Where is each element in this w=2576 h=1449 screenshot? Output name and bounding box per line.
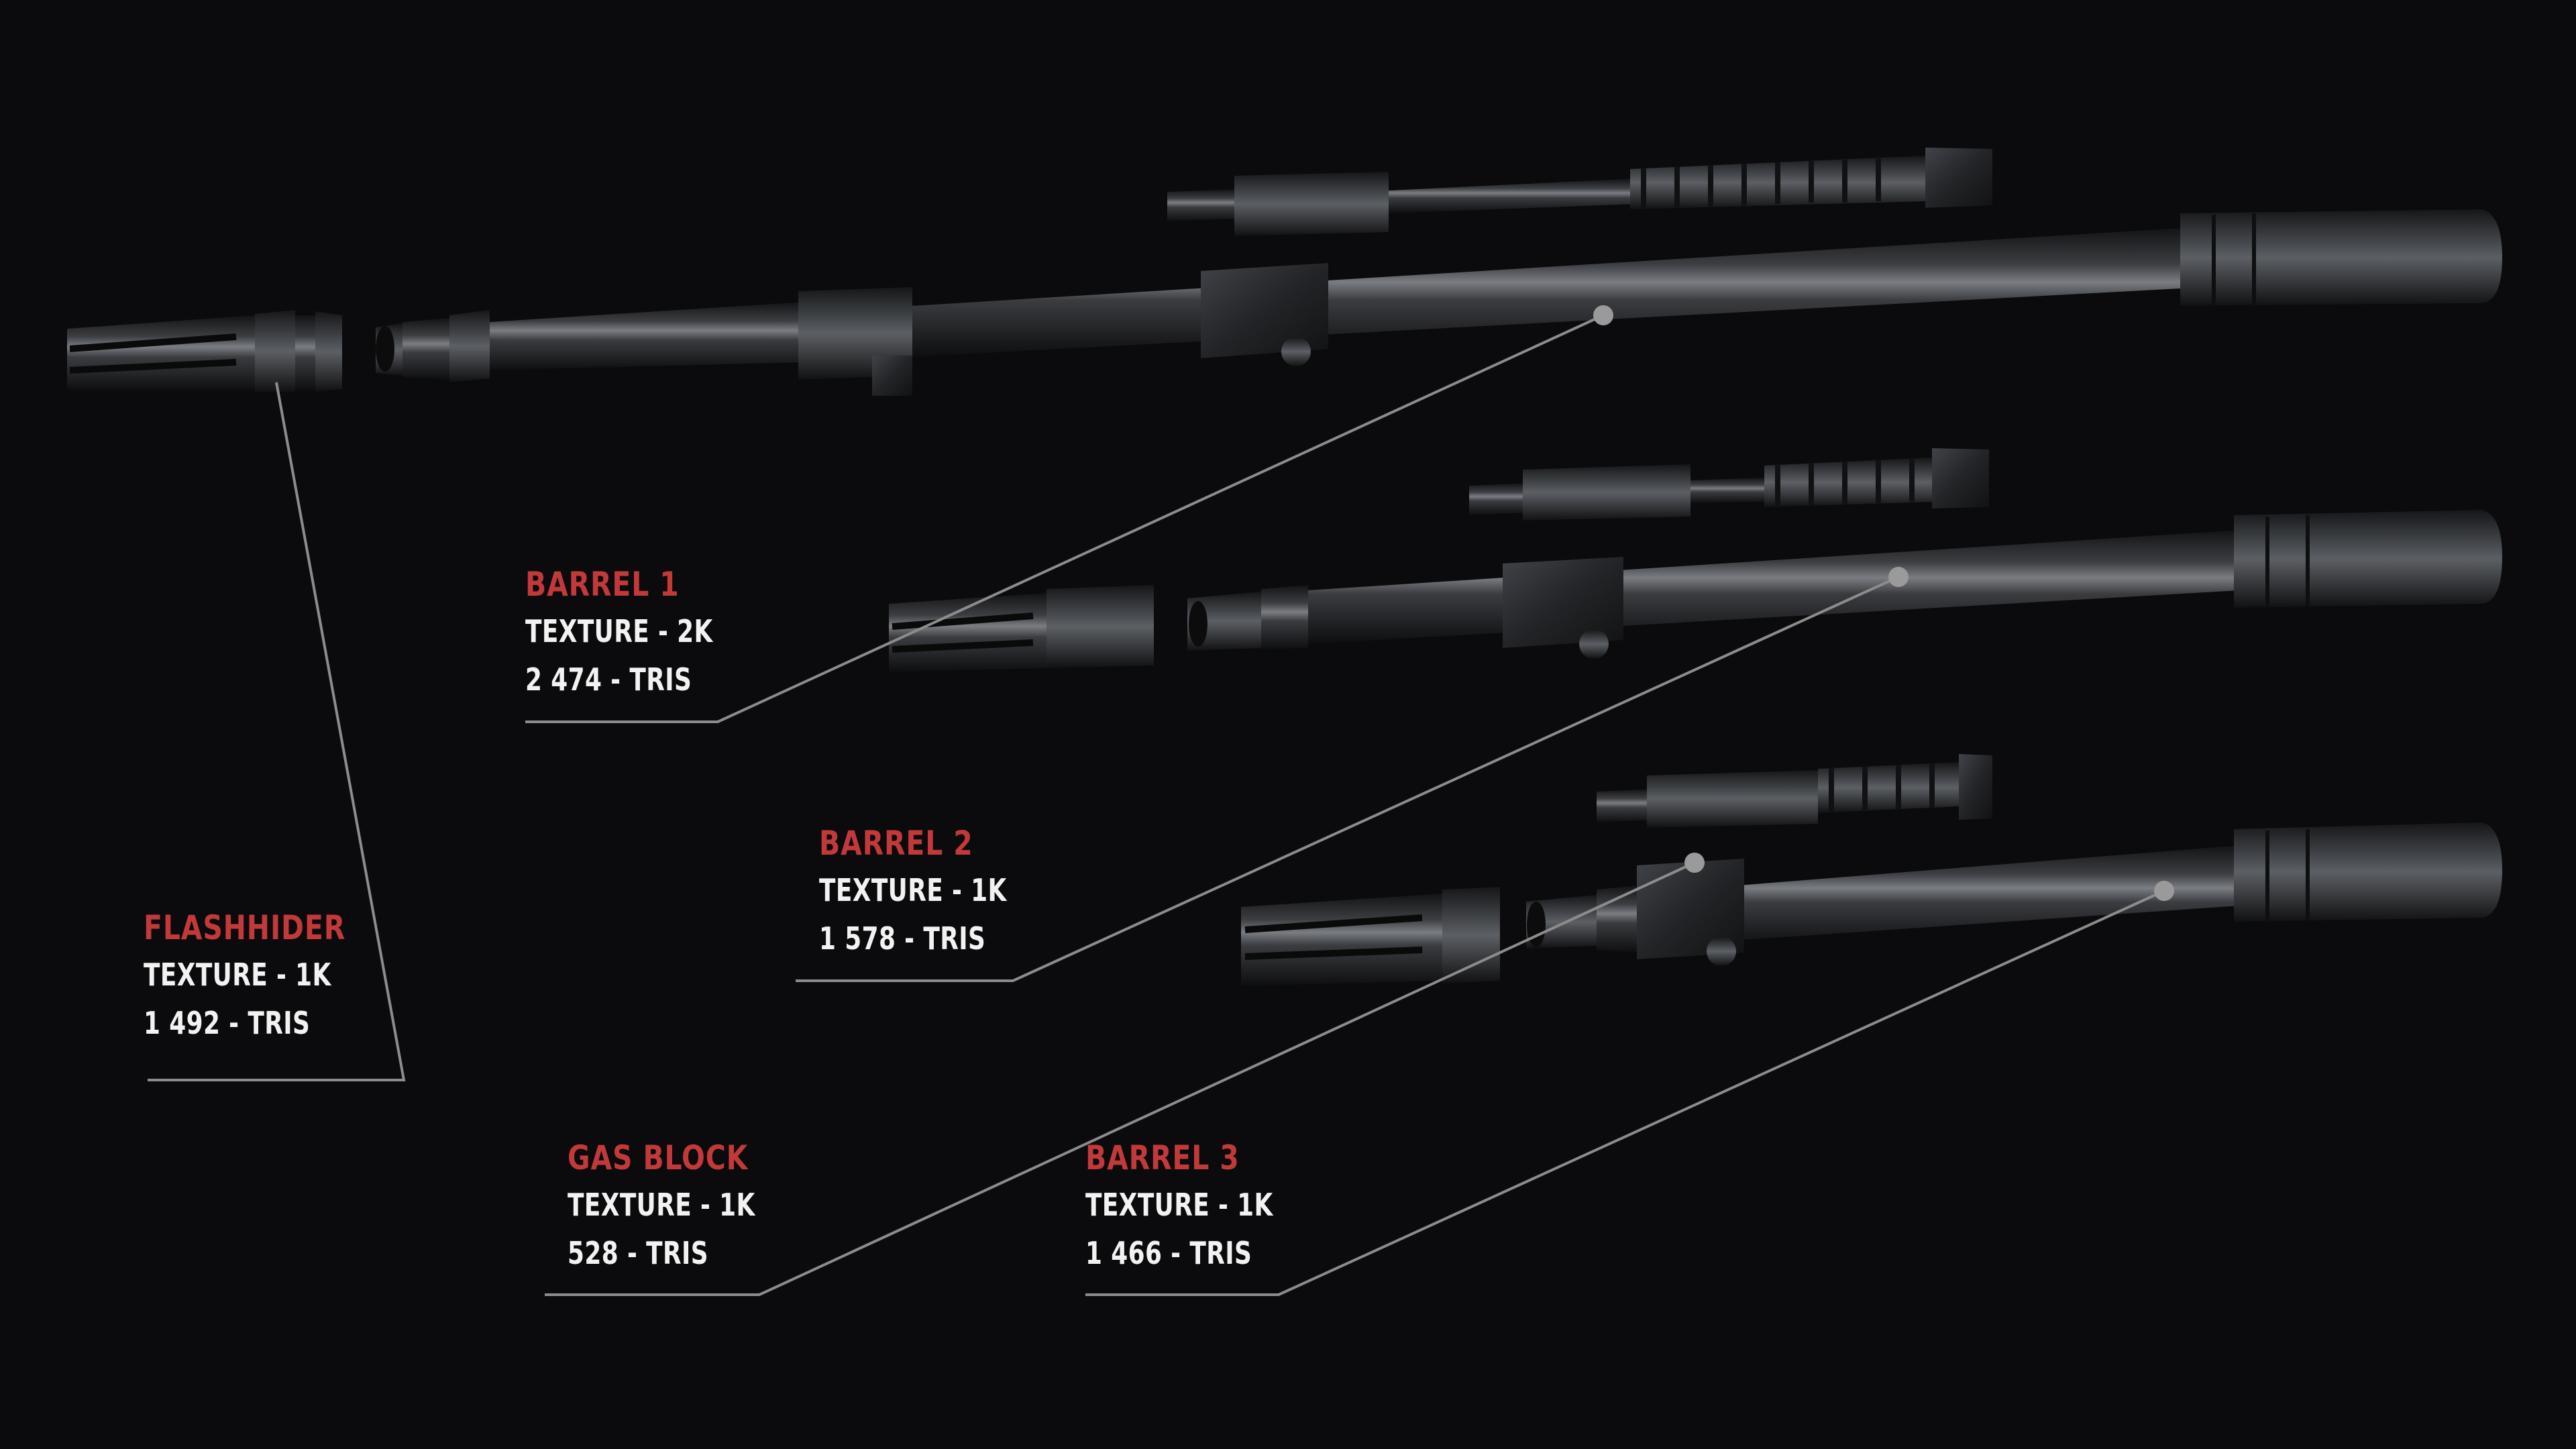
callout-title: GAS BLOCK [568, 1138, 749, 1177]
anchor-dot-barrel-1 [1593, 305, 1613, 325]
anchor-dot-gas-block [1684, 853, 1705, 873]
callout-title: BARREL 2 [819, 824, 973, 863]
gas-piston-3 [1597, 754, 1992, 828]
leader-barrel-3 [1085, 890, 2165, 1296]
anchor-dot-barrel-3 [2154, 881, 2174, 901]
callout-tris: 1 578 - TRIS [819, 920, 986, 957]
callout-barrel-2: BARREL 2 TEXTURE - 1K 1 578 - TRIS [819, 826, 1060, 971]
leader-barrel-1 [525, 314, 1604, 723]
callout-tris: 2 474 - TRIS [525, 661, 692, 698]
callout-tris: 1 492 - TRIS [144, 1005, 311, 1041]
barrel-1 [376, 209, 2502, 396]
callout-texture: TEXTURE - 1K [568, 1187, 755, 1223]
callout-title: BARREL 1 [525, 565, 680, 604]
callout-title: BARREL 3 [1085, 1138, 1240, 1177]
flashhider-2 [889, 585, 1154, 672]
gas-piston-1 [1167, 148, 1992, 236]
callout-gas-block: GAS BLOCK TEXTURE - 1K 528 - TRIS [568, 1141, 808, 1286]
leader-barrel-2 [796, 576, 1899, 982]
callout-texture: TEXTURE - 1K [144, 957, 331, 993]
callout-barrel-1: BARREL 1 TEXTURE - 2K 2 474 - TRIS [525, 568, 766, 712]
callout-texture: TEXTURE - 1K [1085, 1187, 1273, 1223]
leader-gas-block [545, 861, 1695, 1296]
callout-flashhider: FLASHHIDER TEXTURE - 1K 1 492 - TRIS [144, 911, 390, 1056]
callout-texture: TEXTURE - 2K [525, 613, 713, 649]
callout-tris: 528 - TRIS [568, 1235, 708, 1271]
leader-flashhider [148, 382, 406, 1081]
barrel-2 [1187, 510, 2502, 659]
flashhider-1 [67, 310, 342, 392]
leader-dots [1593, 305, 2174, 901]
leader-lines [148, 314, 2165, 1296]
callout-title: FLASHHIDER [144, 908, 346, 947]
barrel-3 [1526, 822, 2502, 966]
gas-piston-2 [1469, 448, 1989, 521]
callout-tris: 1 466 - TRIS [1085, 1235, 1252, 1271]
anchor-dot-barrel-2 [1888, 567, 1909, 587]
callout-texture: TEXTURE - 1K [819, 872, 1007, 908]
callout-barrel-3: BARREL 3 TEXTURE - 1K 1 466 - TRIS [1085, 1141, 1326, 1286]
